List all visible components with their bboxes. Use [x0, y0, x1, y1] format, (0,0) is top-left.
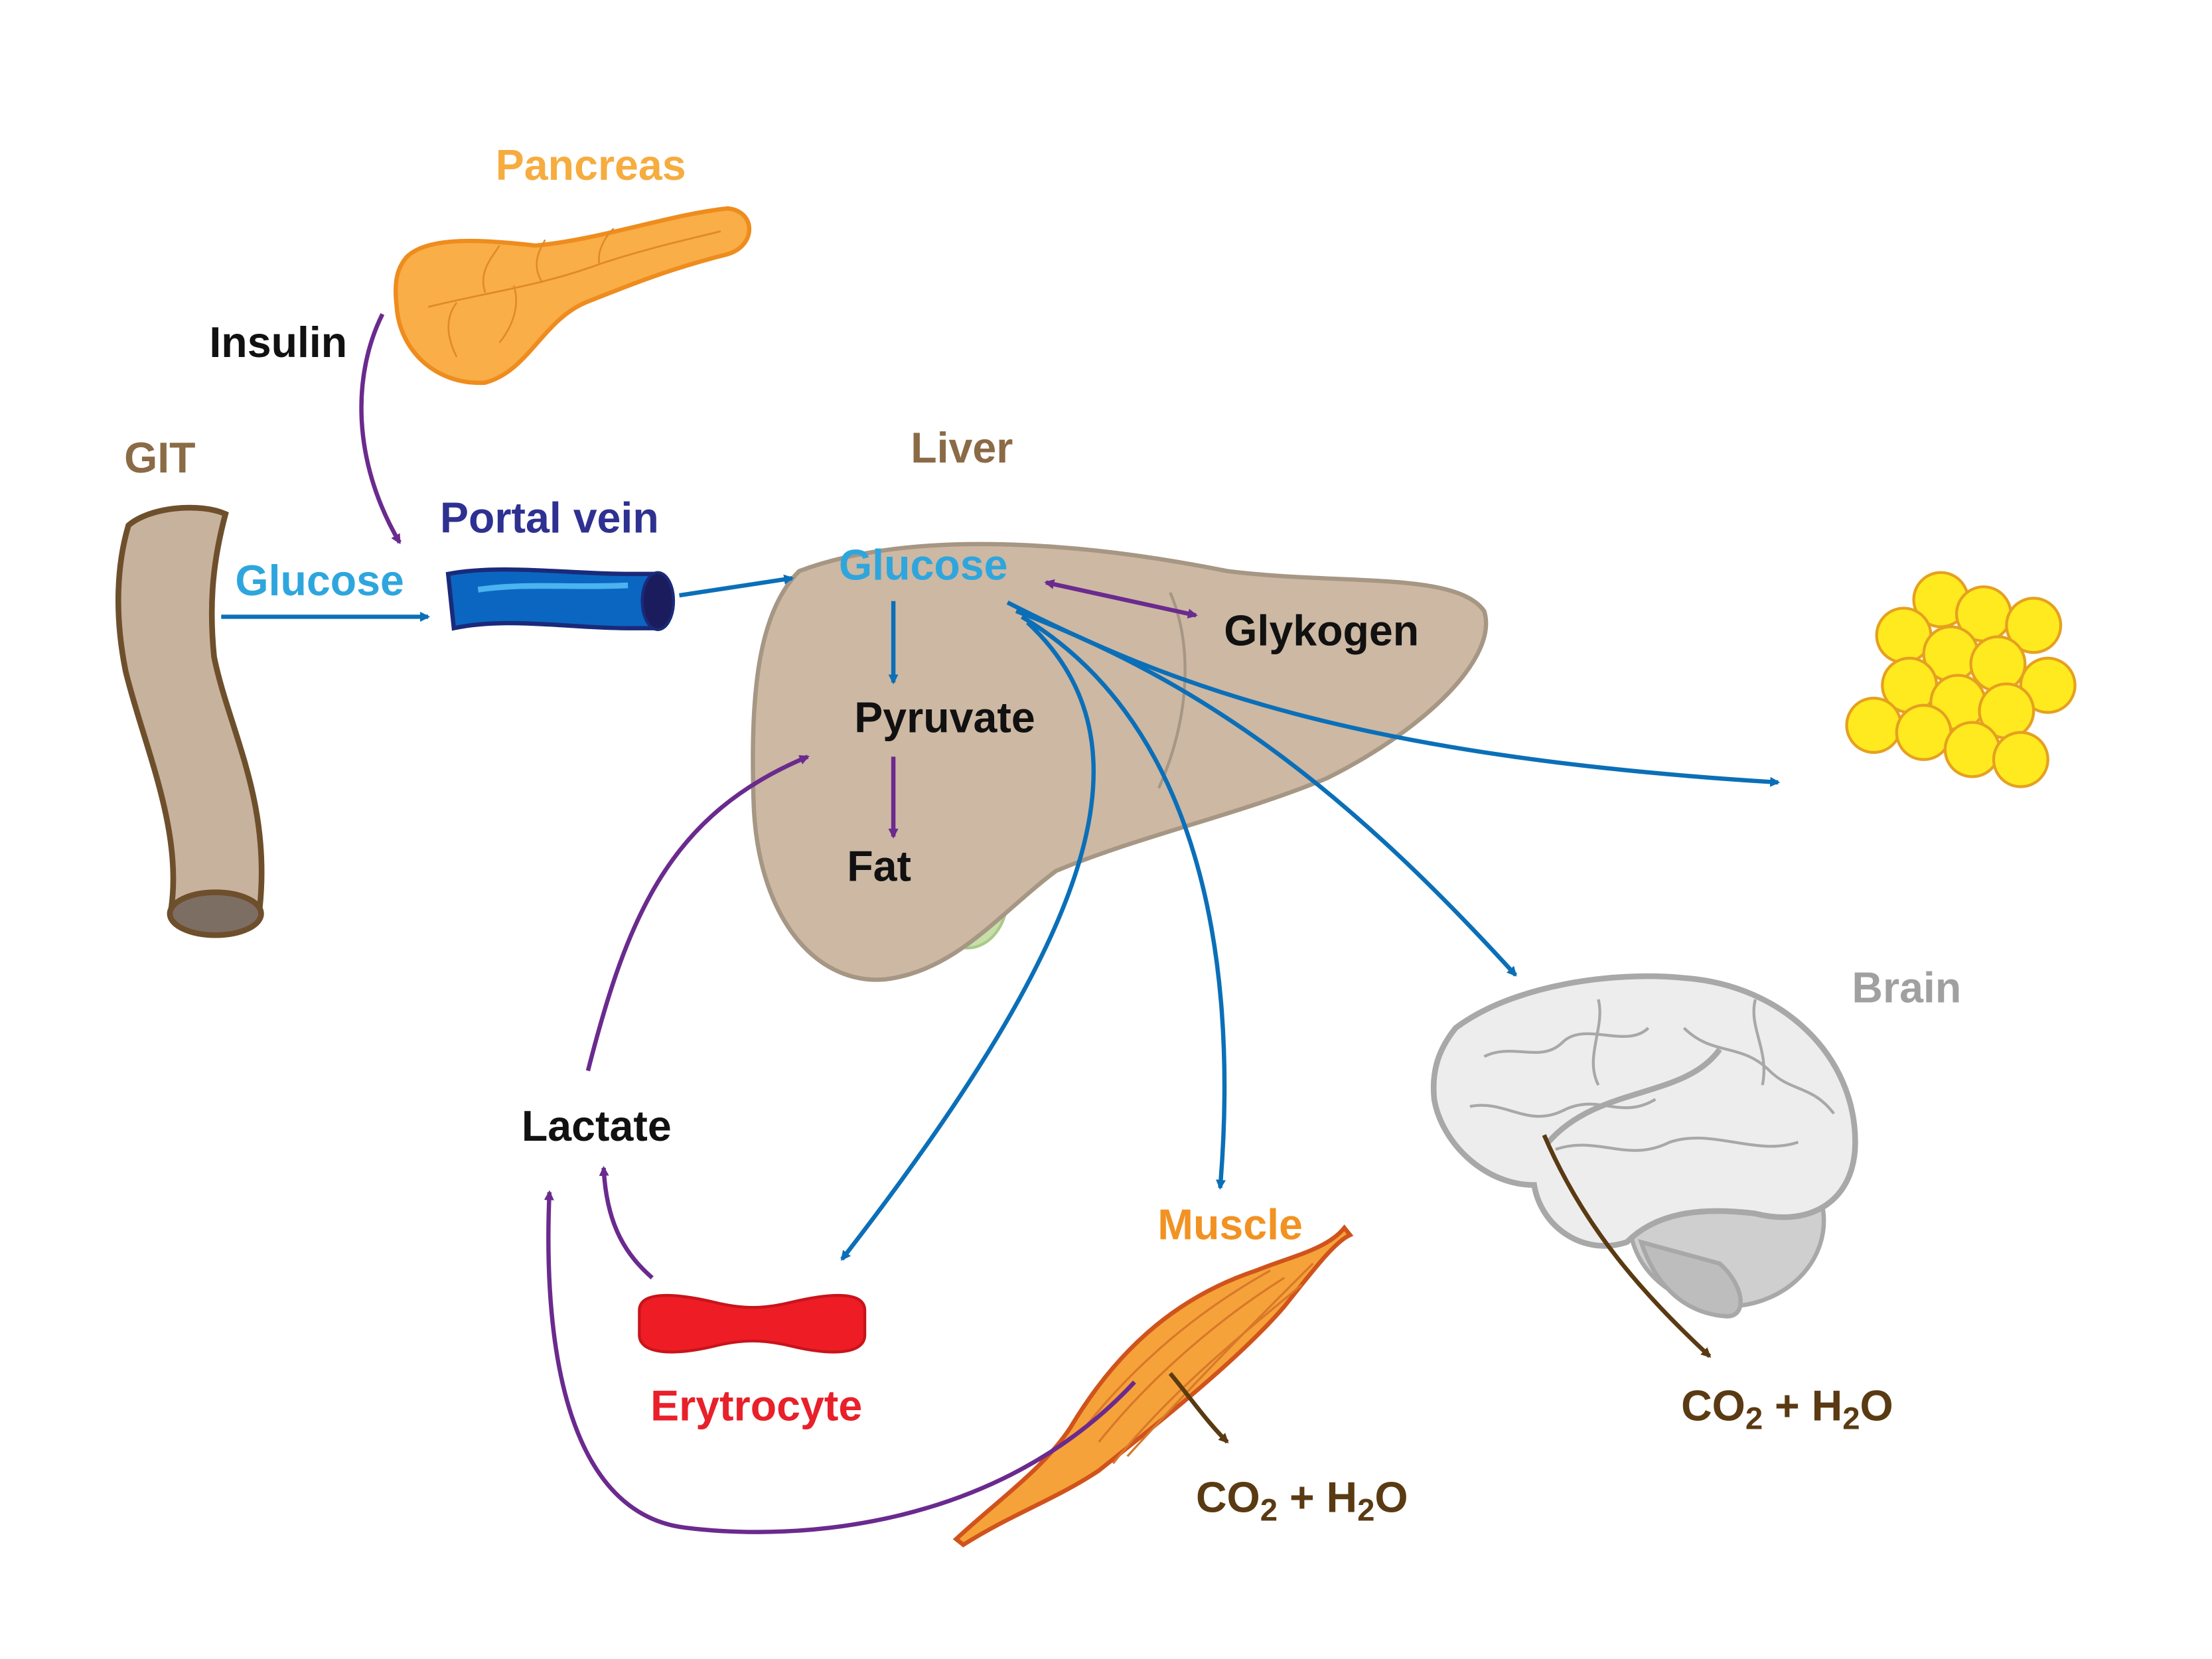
- glucose-to-brain-arrow: [1015, 609, 1518, 977]
- glucose-git-label: Glucose: [235, 557, 404, 605]
- glykogen-label: Glykogen: [1224, 607, 1419, 654]
- pancreas-organ: [394, 206, 752, 385]
- pyruvate-label: Pyruvate: [854, 694, 1035, 742]
- co2-h2o-brain-label: CO2 + H2O: [1681, 1382, 1893, 1437]
- git-label: GIT: [124, 434, 195, 482]
- brain-to-co2-arrow: [1542, 1134, 1712, 1358]
- liver-organ: [751, 541, 1489, 982]
- git-intestine: [115, 504, 265, 938]
- glucose-glykogen-arrow: [1044, 579, 1198, 619]
- muscle-organ: [952, 1224, 1354, 1548]
- erytrocyte-cell: [638, 1293, 867, 1354]
- insulin-arrow: [359, 313, 402, 545]
- portal-to-liver-arrow: [679, 574, 794, 598]
- portal-vein: [445, 567, 676, 631]
- fat-cells-cluster: [1845, 571, 2077, 788]
- pancreas-label: Pancreas: [496, 141, 686, 189]
- lactate-to-pyruvate-arrow: [585, 755, 810, 1072]
- lactate-label: Lactate: [522, 1102, 672, 1150]
- insulin-label: Insulin: [209, 319, 347, 366]
- glucose-liver-label: Glucose: [839, 541, 1008, 589]
- brain-label: Brain: [1852, 964, 1961, 1011]
- portal-vein-label: Portal vein: [440, 494, 659, 541]
- erytrocyte-label: Erytrocyte: [650, 1382, 862, 1430]
- muscle-to-lactate-arrow: [544, 1190, 1136, 1534]
- co2-h2o-muscle-label: CO2 + H2O: [1196, 1473, 1408, 1528]
- muscle-to-co2-arrow: [1168, 1372, 1229, 1444]
- brain-organ: [1430, 973, 1858, 1319]
- erytrocyte-to-lactate-arrow: [599, 1165, 654, 1279]
- fat-label: Fat: [847, 842, 911, 890]
- liver-label: Liver: [911, 424, 1013, 472]
- glucose-to-muscle-arrow: [1020, 614, 1227, 1190]
- glucose-to-erytrocyte-arrow: [840, 620, 1096, 1261]
- muscle-label: Muscle: [1157, 1200, 1303, 1248]
